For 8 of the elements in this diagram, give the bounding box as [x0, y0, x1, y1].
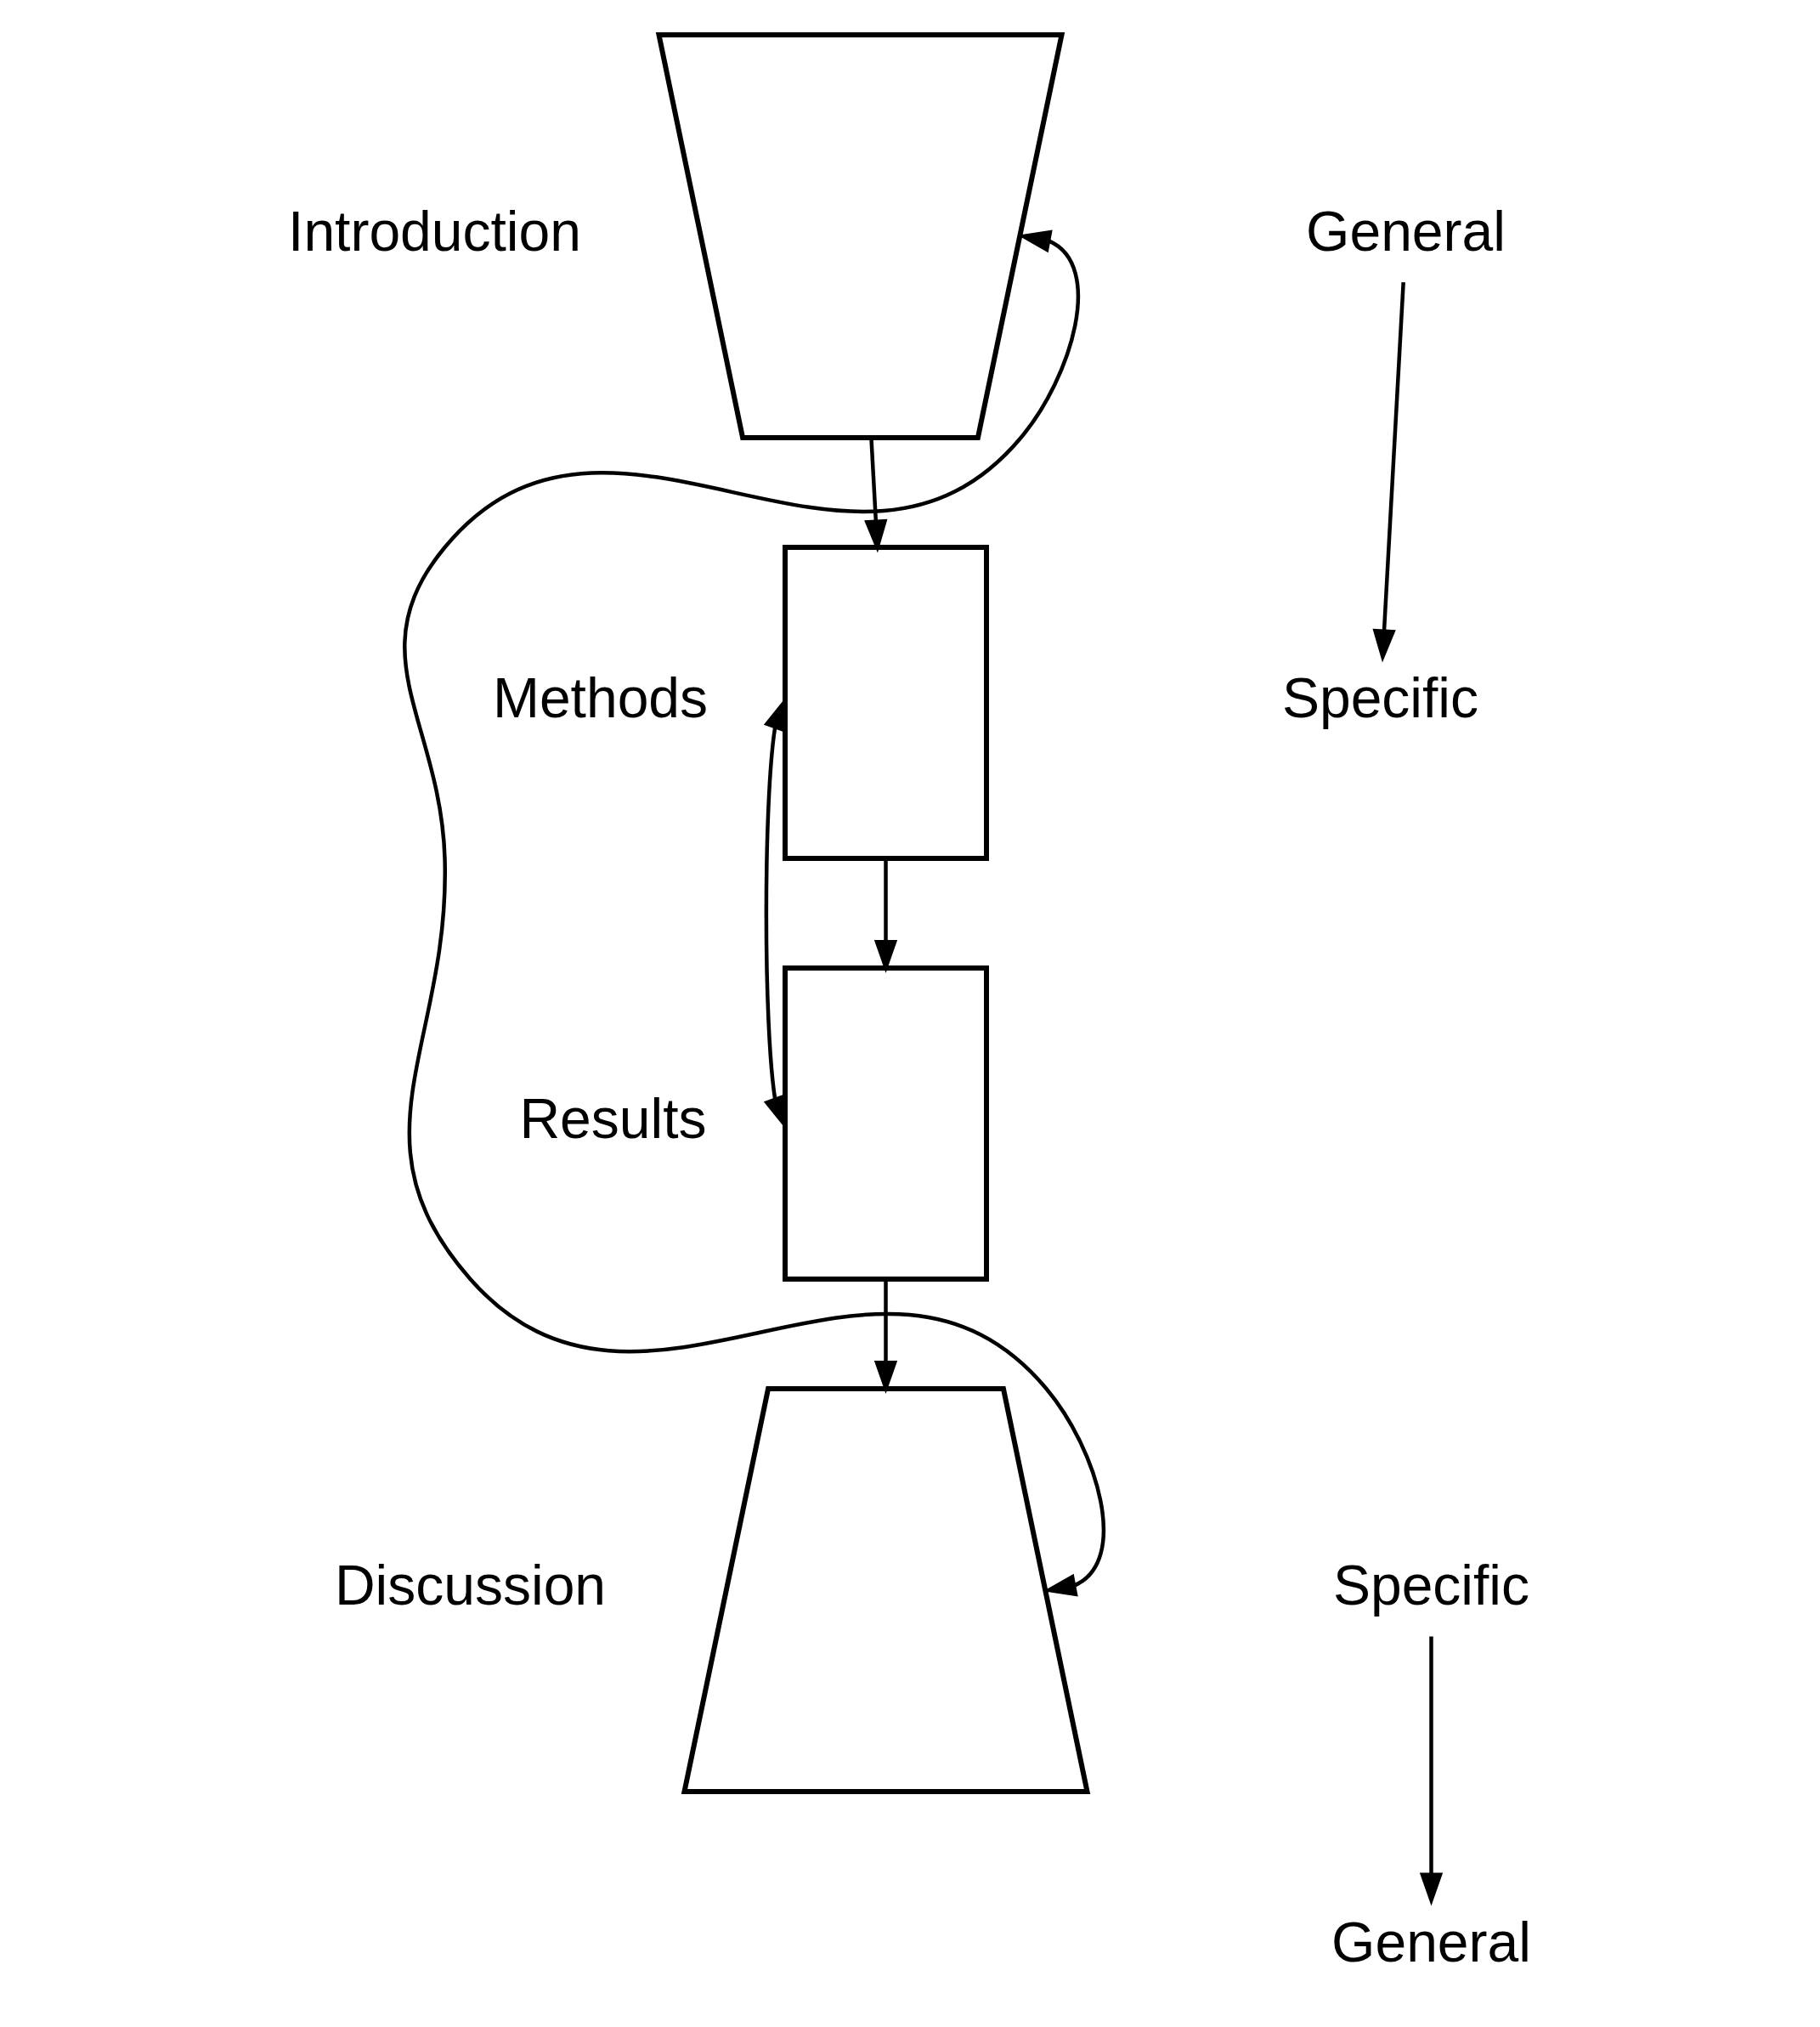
- node-text: General: [1306, 199, 1506, 263]
- node-text: General: [1331, 1910, 1531, 1973]
- node-label: Results: [519, 1086, 707, 1150]
- node-label: Introduction: [288, 199, 581, 263]
- node-text: Specific: [1332, 1553, 1530, 1617]
- node-label: Discussion: [334, 1553, 607, 1617]
- node-text: Specific: [1281, 665, 1479, 729]
- node-label: Methods: [492, 665, 709, 729]
